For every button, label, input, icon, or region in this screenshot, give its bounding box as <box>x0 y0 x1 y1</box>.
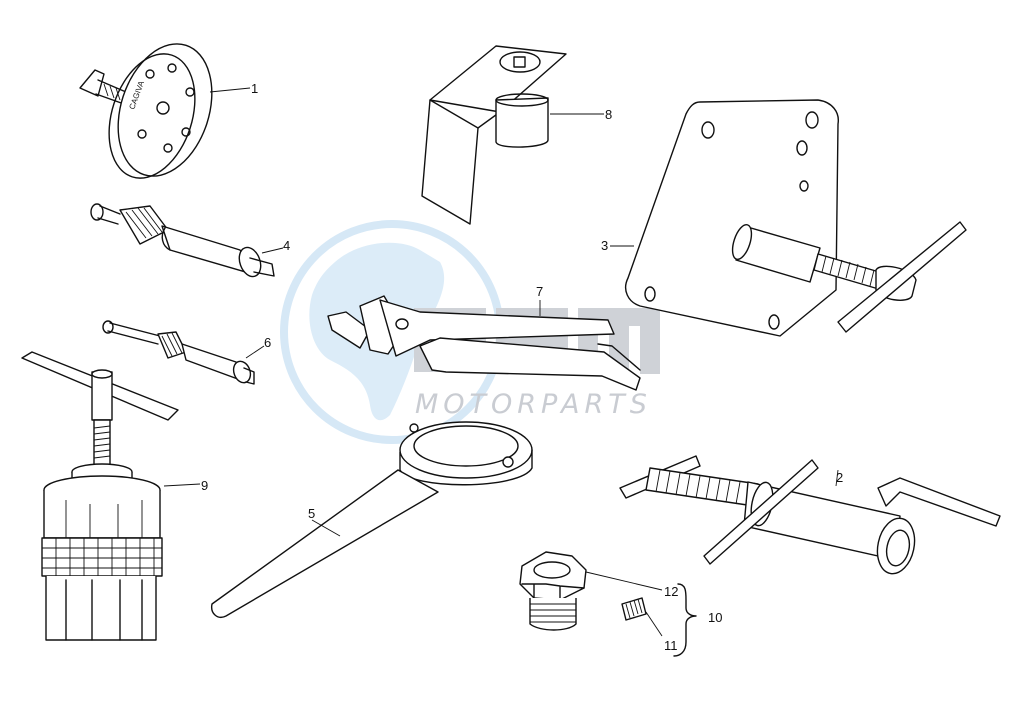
part-10-plug-assembly: 12 11 10 <box>519 551 722 657</box>
callout-2: 2 <box>836 470 843 485</box>
watermark-brand-text: MOTORPARTS <box>415 389 652 420</box>
callout-10: 10 <box>708 610 722 625</box>
callout-8: 8 <box>605 107 612 122</box>
callout-1: 1 <box>251 81 258 96</box>
callout-7: 7 <box>536 284 543 299</box>
part-4-puller-shaft: 4 <box>90 203 290 278</box>
callout-3: 3 <box>601 238 608 253</box>
callout-9: 9 <box>201 478 208 493</box>
part-9-extractor: 9 <box>21 351 208 641</box>
part-7-pliers: 7 <box>327 284 641 391</box>
callout-4: 4 <box>283 238 290 253</box>
callout-5: 5 <box>308 506 315 521</box>
part-3-plate-tool: 3 <box>601 99 967 337</box>
part-5-ring-spanner: 5 <box>211 421 533 618</box>
part-1-puller-disc: CAGIVA 1 <box>79 43 258 179</box>
part-6-small-puller: 6 <box>102 320 271 385</box>
callout-6: 6 <box>264 335 271 350</box>
part-2-bar-puller: 2 <box>619 455 1001 575</box>
callout-11: 11 <box>664 638 678 653</box>
callout-12: 12 <box>664 584 678 599</box>
part-8-bracket: 8 <box>421 45 612 225</box>
